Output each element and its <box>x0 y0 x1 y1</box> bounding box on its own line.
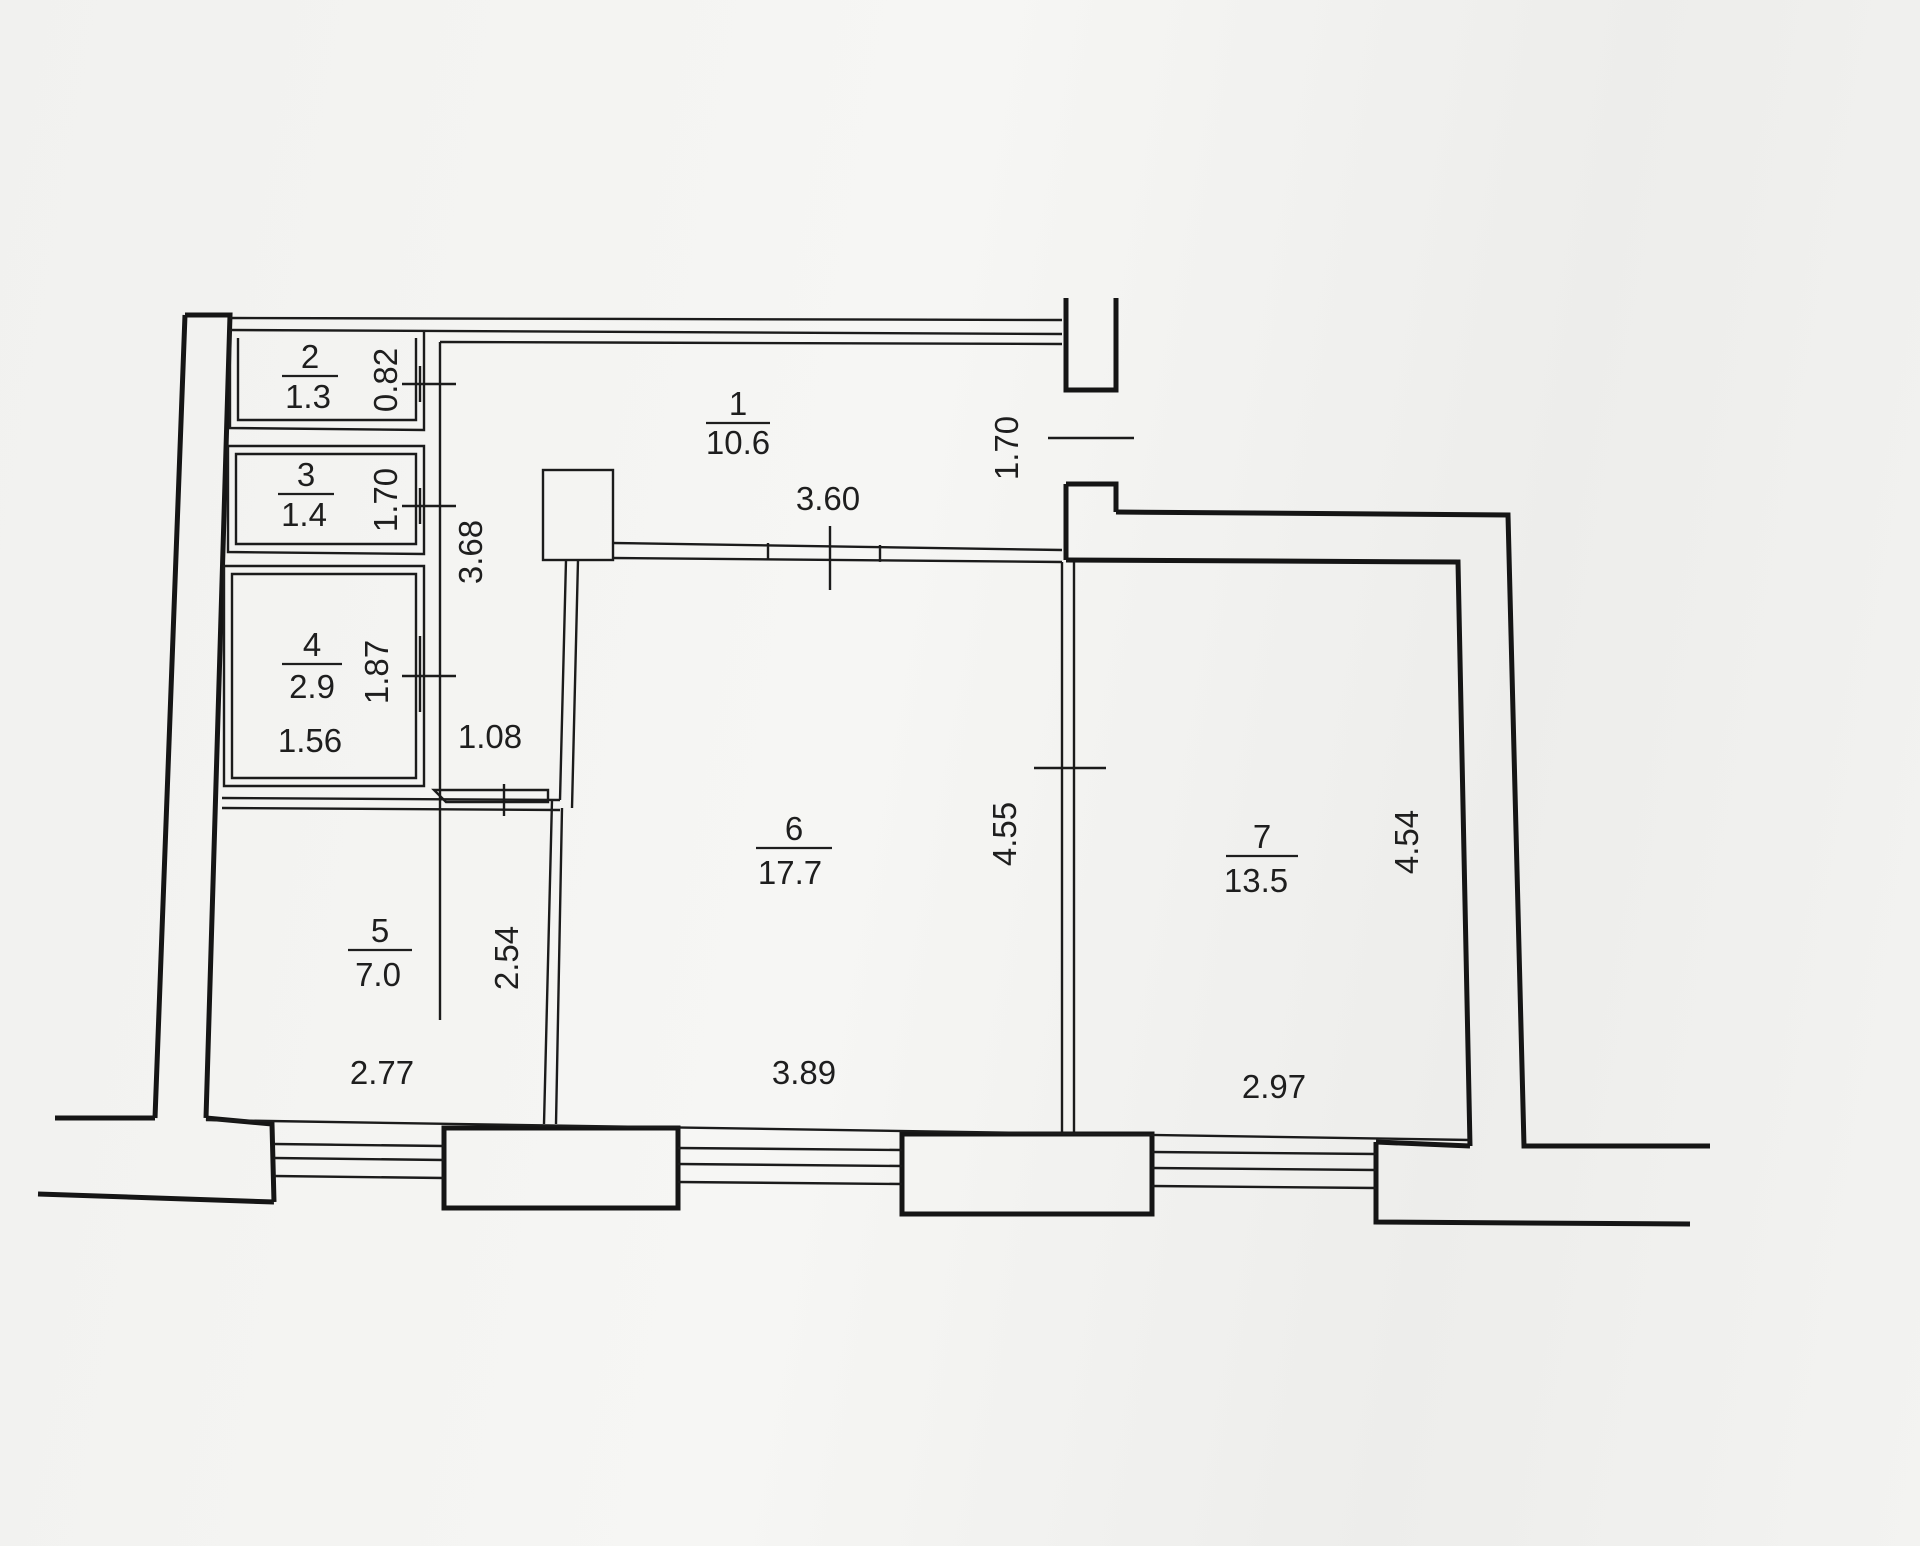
bottom-left-exterior <box>37 1115 277 1205</box>
door-ticks <box>402 366 1134 816</box>
dim-1-70-room3: 1.70 <box>367 468 404 532</box>
room1-number: 1 <box>729 385 747 422</box>
dim-3-60: 3.60 <box>796 480 860 517</box>
room2-number: 2 <box>301 338 319 375</box>
dim-2-97: 2.97 <box>1242 1068 1306 1105</box>
closet-walls <box>431 788 550 804</box>
room3-area: 1.4 <box>281 496 327 533</box>
room6-left-walls <box>558 559 580 809</box>
dim-4-54: 4.54 <box>1388 810 1425 874</box>
room1-area: 10.6 <box>706 424 770 461</box>
room4-area: 2.9 <box>289 668 335 705</box>
dim-4-55: 4.55 <box>986 802 1023 866</box>
walls <box>37 298 1710 1205</box>
room5-area: 7.0 <box>355 956 401 993</box>
right-exterior-wall <box>1065 509 1710 1149</box>
room7-number: 7 <box>1253 818 1271 855</box>
room6-area: 17.7 <box>758 854 822 891</box>
window-3 <box>1151 1150 1377 1190</box>
pier-middle <box>899 1131 1155 1217</box>
pier-right <box>1373 1139 1691 1227</box>
dim-2-54: 2.54 <box>488 926 525 990</box>
dim-1-70-room1: 1.70 <box>988 416 1025 480</box>
room2-area: 1.3 <box>285 378 331 415</box>
dim-1-08: 1.08 <box>458 718 522 755</box>
dim-2-77: 2.77 <box>350 1054 414 1091</box>
partition-5-top <box>221 796 561 812</box>
room-labels: 1 10.6 2 1.3 3 1.4 4 2.9 5 7.0 6 17.7 7 … <box>278 338 1298 993</box>
room3-number: 3 <box>297 456 315 493</box>
bottom-wall <box>205 1118 1691 1227</box>
room6-number: 6 <box>785 810 803 847</box>
wall-6-7 <box>1060 562 1076 1132</box>
column-block <box>541 468 615 562</box>
window-1 <box>273 1142 445 1180</box>
room4-number: 4 <box>303 626 321 663</box>
dimension-labels: 0.82 1.70 3.68 1.87 1.56 1.08 3.60 1.70 … <box>278 348 1425 1105</box>
shaft-walls <box>1063 298 1119 560</box>
room3-walls <box>226 444 426 556</box>
room-floor-line <box>205 1118 1471 1142</box>
room5-number: 5 <box>371 912 389 949</box>
dim-3-89: 3.89 <box>772 1054 836 1091</box>
dim-1-56: 1.56 <box>278 722 342 759</box>
left-exterior-wall <box>152 312 233 1119</box>
top-wall <box>229 316 1063 346</box>
partition-5-right <box>542 799 564 1125</box>
pier-left <box>441 1125 681 1211</box>
room4-walls <box>222 564 426 788</box>
dim-3-68: 3.68 <box>452 520 489 584</box>
window-2 <box>677 1146 903 1186</box>
room7-area: 13.5 <box>1224 862 1288 899</box>
dim-0-82: 0.82 <box>367 348 404 412</box>
wall-1-6 <box>612 541 1063 564</box>
dim-1-87: 1.87 <box>358 640 395 704</box>
room2-walls <box>228 330 442 1020</box>
